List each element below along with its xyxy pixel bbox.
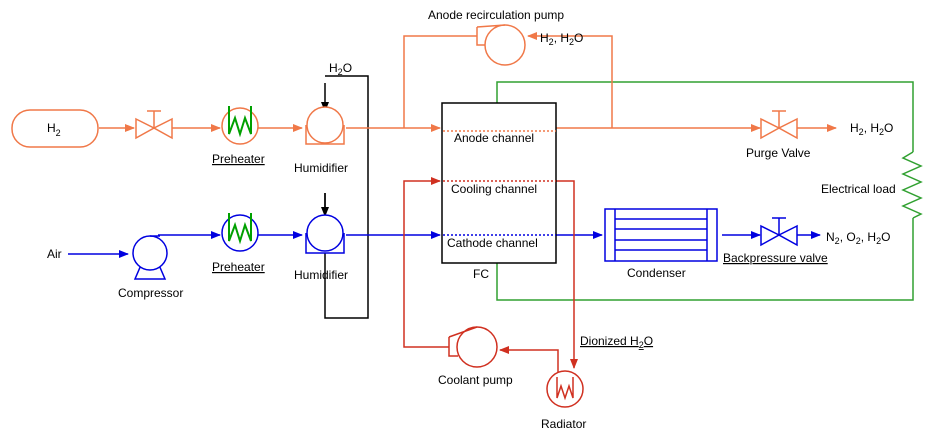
humidifier-bottom-label: Humidifier: [294, 268, 348, 282]
backpressure-valve-icon: [760, 217, 798, 247]
cathode-channel-label: Cathode channel: [447, 236, 538, 250]
fc-label: FC: [473, 267, 489, 281]
dionized-water-label: Dionized H2O: [580, 334, 653, 350]
anode-recirculation-pump-icon: [476, 24, 526, 66]
h2-tank: [11, 109, 99, 148]
cathode-out-label: N2, O2, H2O: [826, 230, 890, 246]
preheater-bottom-label: Preheater: [212, 260, 265, 274]
fuel-cell-stack: [441, 102, 557, 264]
radiator-label: Radiator: [541, 417, 586, 431]
h2-tank-label: H2: [47, 121, 61, 138]
electrical-load-label: Electrical load: [821, 182, 896, 196]
air-label: Air: [47, 247, 62, 261]
cooling-channel-label: Cooling channel: [451, 182, 537, 196]
purge-out-label: H2, H2O: [850, 121, 893, 137]
purge-valve-icon: [760, 110, 798, 140]
anode-channel-label: Anode channel: [454, 131, 534, 145]
preheater-top-icon: [221, 106, 259, 145]
compressor-icon: [132, 235, 168, 280]
h2-valve-icon: [135, 110, 173, 140]
condenser-label: Condenser: [627, 266, 686, 280]
humidifier-top-icon: [305, 106, 345, 145]
preheater-top-label: Preheater: [212, 152, 265, 166]
h2-h2o-top-label: H2, H2O: [540, 31, 583, 47]
radiator-icon: [546, 370, 584, 408]
purge-valve-label: Purge Valve: [746, 146, 811, 160]
anode-pump-label: Anode recirculation pump: [428, 8, 564, 22]
coolant-pump-label: Coolant pump: [438, 373, 513, 387]
h2o-top-label: H2O: [329, 61, 352, 77]
preheater-bottom-icon: [221, 213, 259, 252]
humidifier-top-label: Humidifier: [294, 161, 348, 175]
condenser-icon: [604, 208, 718, 262]
humidifier-bottom-icon: [305, 214, 345, 254]
hydrogen-lines: [99, 32, 837, 132]
backpressure-valve-label: Backpressure valve: [723, 251, 828, 265]
compressor-label: Compressor: [118, 286, 183, 300]
coolant-pump-icon: [448, 326, 498, 368]
